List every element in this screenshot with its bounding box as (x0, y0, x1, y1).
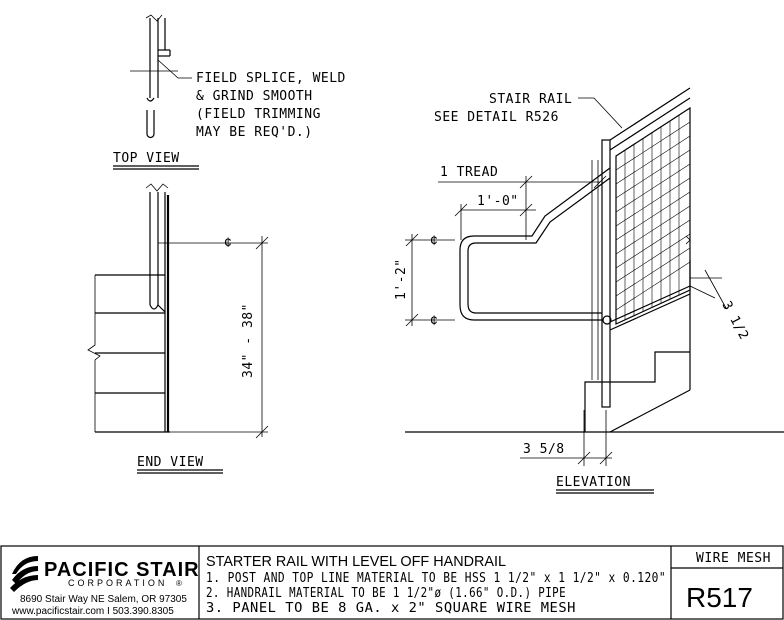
company-address: 8690 Stair Way NE Salem, OR 97305 (20, 594, 187, 605)
company-name: PACIFIC STAIR (44, 559, 200, 581)
title-block: PACIFIC STAIR CORPORATION ® 8690 Stair W… (0, 545, 784, 620)
bottom-dimension: 3 5/8 (523, 442, 565, 457)
stair-rail-note-line-1: STAIR RAIL (489, 92, 572, 107)
elevation-view: STAIR RAIL SEE DETAIL R526 1 TREAD 1'-0"… (394, 87, 784, 494)
top-view: FIELD SPLICE, WELD & GRIND SMOOTH (FIELD… (113, 14, 346, 170)
drawing-title: STARTER RAIL WITH LEVEL OFF HANDRAIL (206, 553, 506, 570)
elevation-centerline-symbol-bottom: ¢ (430, 312, 438, 328)
elevation-centerline-symbol-top: ¢ (430, 232, 438, 248)
top-view-callout-line-2: & GRIND SMOOTH (196, 89, 313, 104)
tread-dimension: 1 TREAD (440, 165, 498, 180)
registered-mark: ® (176, 579, 182, 588)
note-2: 2. HANDRAIL MATERIAL TO BE 1 1/2"ø (1.66… (206, 586, 566, 601)
pacific-stair-logo-icon (10, 556, 38, 592)
top-view-callout-line-3: (FIELD TRIMMING (196, 107, 321, 122)
company-contact: www.pacificstair.com I 503.390.8305 (11, 606, 174, 617)
top-view-callout-line-1: FIELD SPLICE, WELD (196, 71, 346, 86)
top-view-title: TOP VIEW (113, 151, 180, 166)
elevation-title: ELEVATION (556, 475, 631, 490)
vertical-dimension: 1'-2" (394, 258, 409, 300)
end-view-title: END VIEW (137, 455, 204, 470)
end-view-centerline-symbol: ¢ (224, 234, 232, 250)
end-view-height-dimension: 34" - 38" (241, 303, 256, 378)
offset-dimension: 1'-0" (477, 194, 519, 209)
note-3: 3. PANEL TO BE 8 GA. x 2" SQUARE WIRE ME… (206, 601, 576, 616)
drawing-category: WIRE MESH (696, 551, 771, 566)
end-view: ¢ 34" - 38" END VIEW (87, 183, 269, 474)
note-1: 1. POST AND TOP LINE MATERIAL TO BE HSS … (206, 571, 666, 586)
side-dimension: 3 1/2 (718, 299, 751, 343)
stair-rail-note-line-2: SEE DETAIL R526 (434, 110, 559, 125)
company-subtitle: CORPORATION (68, 578, 167, 588)
top-view-callout-line-4: MAY BE REQ'D.) (196, 125, 313, 140)
drawing-number: R517 (686, 582, 753, 613)
